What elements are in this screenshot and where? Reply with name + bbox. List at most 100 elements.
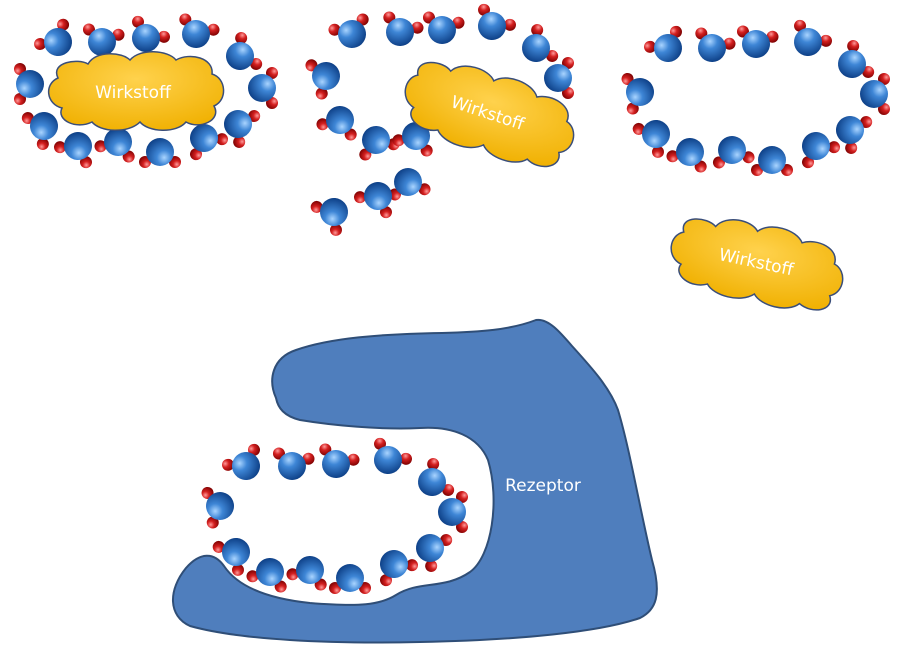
oxygen-atom — [626, 78, 654, 106]
hydrogen-atom — [819, 34, 832, 47]
water-molecule-icon — [354, 182, 392, 219]
hydrogen-atom — [531, 24, 544, 37]
hydrogen-atom — [418, 183, 431, 196]
hydrogen-atom — [316, 118, 329, 131]
oxygen-atom — [206, 492, 234, 520]
drug-cloud-3: Wirkstoff — [670, 218, 844, 311]
water-shell-2 — [305, 3, 574, 236]
hydrogen-atom — [860, 116, 873, 129]
hydrogen-atom — [827, 141, 840, 154]
hydrogen-atom — [354, 191, 367, 204]
water-molecule-icon — [139, 138, 181, 168]
oxygen-atom — [320, 198, 348, 226]
oxygen-atom — [256, 558, 284, 586]
oxygen-atom — [836, 116, 864, 144]
water-molecule-icon — [179, 13, 220, 48]
water-molecule-icon — [695, 27, 736, 62]
oxygen-atom — [428, 16, 456, 44]
oxygen-atom — [860, 80, 888, 108]
hydrogen-atom — [286, 568, 299, 581]
water-molecule-icon — [319, 443, 360, 478]
hydrogen-atom — [723, 37, 736, 50]
water-molecule-icon — [836, 116, 873, 154]
water-molecule-icon — [224, 110, 261, 148]
hydrogen-atom — [79, 156, 92, 169]
hydrogen-atom — [411, 21, 424, 34]
water-molecule-icon — [478, 3, 516, 40]
water-molecule-icon — [522, 24, 559, 62]
oxygen-atom — [802, 132, 830, 160]
water-molecule-icon — [82, 23, 125, 56]
oxygen-atom — [248, 74, 276, 102]
oxygen-atom — [232, 452, 260, 480]
water-molecule-icon — [422, 11, 465, 44]
water-molecule-icon — [329, 564, 371, 594]
hydrogen-atom — [231, 563, 244, 576]
hydrogen-atom — [132, 15, 145, 28]
water-molecule-icon — [190, 124, 228, 161]
hydrogen-atom — [379, 206, 392, 219]
oxygen-atom — [278, 452, 306, 480]
hydrogen-atom — [347, 453, 360, 466]
hydrogen-atom — [222, 458, 235, 471]
hydrogen-atom — [666, 150, 679, 163]
water-molecule-icon — [316, 106, 357, 141]
oxygen-atom — [374, 446, 402, 474]
hydrogen-atom — [405, 559, 418, 572]
hydrogen-atom — [766, 30, 779, 43]
hydrogen-atom — [503, 18, 516, 31]
oxygen-atom — [222, 538, 250, 566]
oxygen-atom — [226, 42, 254, 70]
hydrogen-atom — [206, 516, 219, 529]
hydrogen-atom — [399, 452, 412, 465]
oxygen-atom — [104, 128, 132, 156]
hydrogen-atom — [862, 65, 875, 78]
water-molecule-icon — [666, 138, 707, 173]
water-molecule-icon — [246, 558, 287, 593]
oxygen-atom — [326, 106, 354, 134]
oxygen-atom — [322, 450, 350, 478]
water-shell-pocket — [201, 437, 468, 594]
scene-hydrated-drug: Wirkstoff — [14, 13, 278, 169]
hydrogen-atom — [215, 133, 228, 146]
oxygen-atom — [16, 70, 44, 98]
hydrogen-atom — [440, 534, 453, 547]
water-molecule-icon — [621, 72, 654, 115]
oxygen-atom — [522, 34, 550, 62]
oxygen-atom — [190, 124, 218, 152]
oxygen-atom — [224, 110, 252, 138]
oxygen-atom — [364, 182, 392, 210]
water-molecule-icon — [860, 73, 890, 115]
hydrogen-atom — [427, 458, 440, 471]
oxygen-atom — [380, 550, 408, 578]
hydrogen-atom — [845, 141, 858, 154]
receptor-body — [172, 318, 658, 644]
oxygen-atom — [44, 28, 72, 56]
hydrogen-atom — [57, 18, 70, 31]
hydrogen-atom — [802, 156, 815, 169]
water-molecule-icon — [632, 120, 670, 158]
hydrogen-atom — [250, 57, 263, 70]
water-molecule-icon — [328, 13, 369, 48]
hydrogen-atom — [632, 122, 645, 135]
oxygen-atom — [654, 34, 682, 62]
water-molecule-icon — [751, 146, 793, 176]
oxygen-atom — [642, 120, 670, 148]
hydrogen-atom — [310, 200, 323, 213]
drug-cloud-1: Wirkstoff — [48, 51, 225, 131]
hydrogen-atom — [54, 141, 67, 154]
hydrogen-atom — [247, 443, 260, 456]
drug-cloud-2: Wirkstoff — [404, 61, 575, 168]
hydrogen-atom — [302, 452, 315, 465]
water-molecule-icon — [416, 534, 453, 572]
oxygen-atom — [416, 534, 444, 562]
hydrogen-atom — [794, 19, 807, 32]
hydrogen-atom — [452, 16, 465, 29]
oxygen-atom — [386, 18, 414, 46]
hydrogen-atom — [36, 137, 49, 150]
hydrogen-atom — [190, 148, 203, 161]
oxygen-atom — [338, 20, 366, 48]
hydrogen-atom — [442, 483, 455, 496]
oxygen-atom — [64, 132, 92, 160]
